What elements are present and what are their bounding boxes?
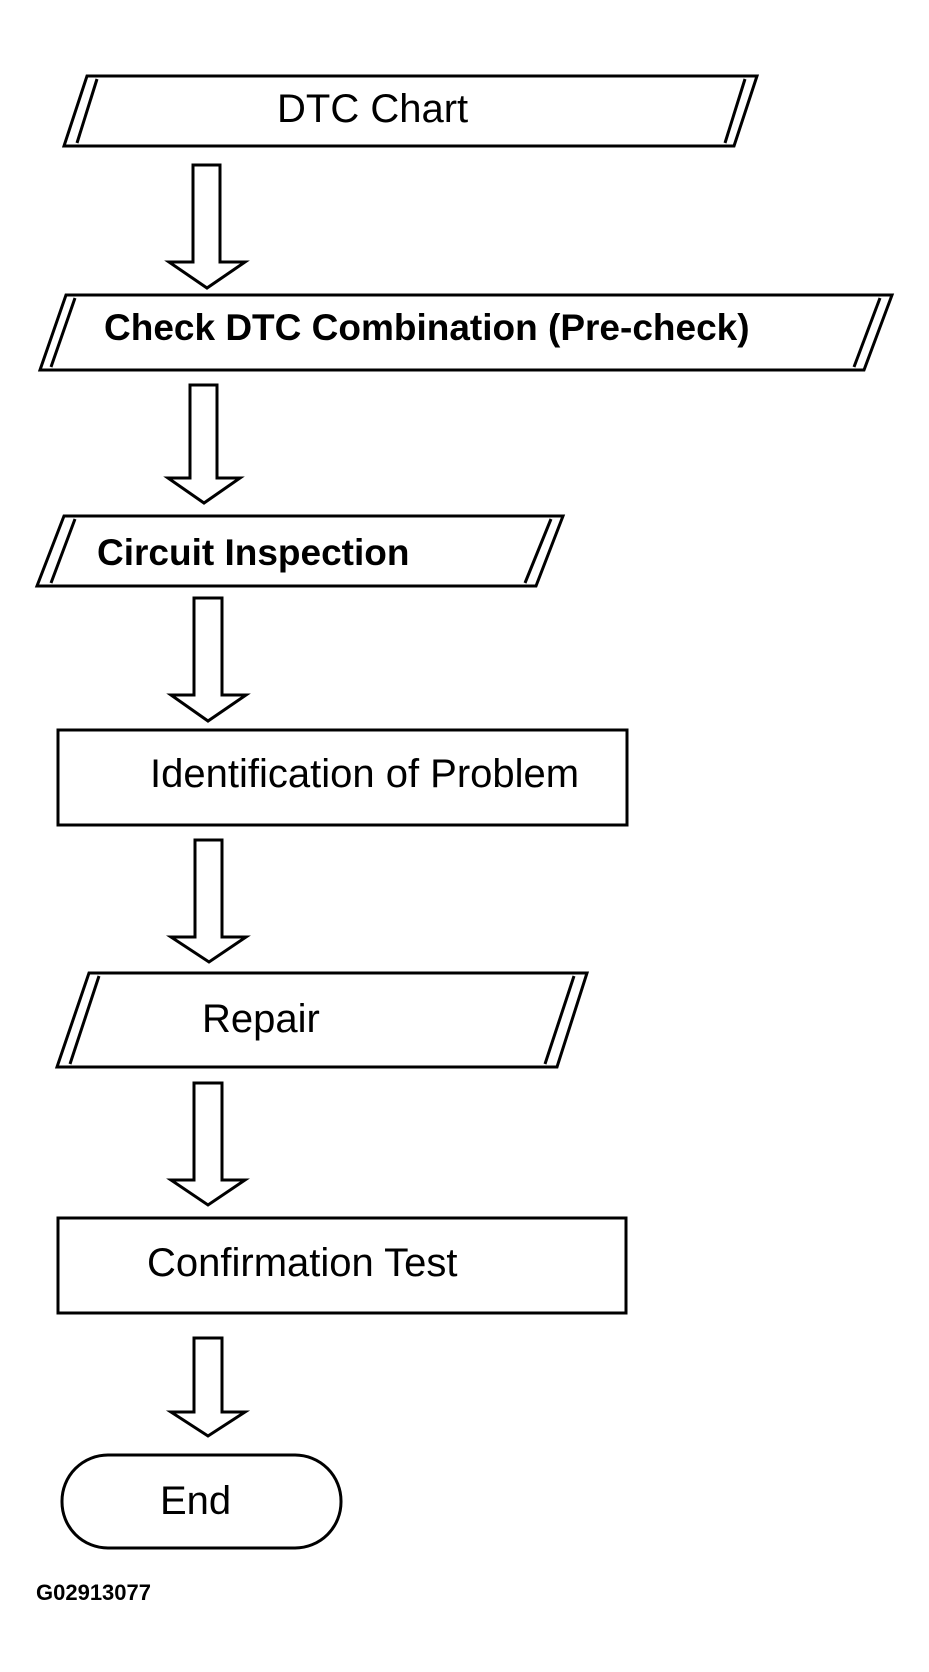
- edge-arrow-2: [163, 383, 245, 505]
- edge-arrow-1: [164, 163, 250, 290]
- node-end: End: [60, 1453, 343, 1550]
- node-check-dtc-combination-label: Check DTC Combination (Pre-check): [104, 307, 750, 348]
- node-repair-inner-right-line: [543, 975, 576, 1065]
- node-circuit-inspection-shape: [34, 514, 566, 588]
- node-repair-inner-left-line: [68, 975, 101, 1065]
- node-confirmation-test-label: Confirmation Test: [147, 1241, 458, 1285]
- figure-id: G02913077: [36, 1580, 151, 1605]
- node-repair-shape: [54, 971, 590, 1069]
- node-confirmation-test-shape: [56, 1216, 628, 1315]
- node-dtc-chart-shape: [61, 74, 760, 148]
- edge-arrow-5: [166, 1081, 250, 1207]
- node-confirmation-test: Confirmation Test: [56, 1216, 628, 1315]
- node-check-dtc-combination-inner-right-line: [852, 297, 882, 368]
- node-check-dtc-combination: Check DTC Combination (Pre-check): [37, 293, 895, 372]
- node-circuit-inspection-inner-right-line: [523, 518, 553, 584]
- node-dtc-chart-inner-right-line: [723, 78, 747, 144]
- edge-arrow-6: [165, 1336, 251, 1438]
- edge-arrow-4: [165, 838, 251, 964]
- node-end-shape: [60, 1453, 343, 1550]
- node-end-label: End: [160, 1479, 231, 1523]
- edge-arrow-3: [166, 596, 251, 723]
- node-identification-of-problem: Identification of Problem: [56, 728, 629, 827]
- node-repair-label: Repair: [202, 997, 320, 1041]
- node-check-dtc-combination-shape: [37, 293, 895, 372]
- node-circuit-inspection: Circuit Inspection: [34, 514, 566, 588]
- node-dtc-chart-inner-left-line: [75, 78, 99, 144]
- node-check-dtc-combination-inner-left-line: [49, 297, 77, 368]
- node-identification-of-problem-shape: [56, 728, 629, 827]
- node-circuit-inspection-inner-left-line: [49, 518, 77, 584]
- node-circuit-inspection-label: Circuit Inspection: [97, 532, 409, 573]
- node-repair: Repair: [54, 971, 590, 1069]
- node-identification-of-problem-label: Identification of Problem: [150, 752, 579, 796]
- node-dtc-chart: DTC Chart: [61, 74, 760, 148]
- node-dtc-chart-label: DTC Chart: [277, 87, 468, 131]
